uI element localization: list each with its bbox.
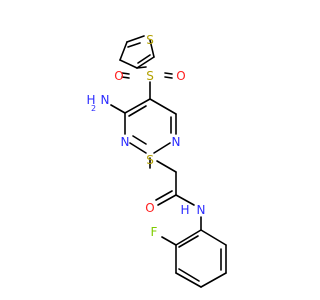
atom-labels: S S O O H 2 N N N S O N H F	[86, 33, 205, 239]
bond	[129, 142, 147, 154]
bond	[119, 59, 138, 69]
amide-hydrogen: H	[180, 203, 189, 217]
bond	[121, 76, 130, 79]
sulfonyl-sulfur: S	[146, 69, 154, 83]
amino-nitrogen: N	[101, 93, 110, 107]
bond	[161, 236, 177, 246]
sulfonyl-oxygen-left: O	[114, 69, 123, 83]
bond-lines	[110, 35, 227, 288]
bond	[175, 272, 202, 288]
bond	[132, 135, 147, 145]
pyrimidine-nitrogen-right: N	[172, 135, 181, 149]
bond	[200, 229, 227, 246]
carbonyl-oxygen: O	[145, 201, 154, 215]
bond	[119, 41, 128, 61]
bond	[155, 190, 173, 201]
molecule-structure: S S O O H 2 N N N S O N H F	[86, 33, 227, 288]
bond	[126, 35, 145, 43]
amino-hydrogen-count: 2	[91, 104, 96, 113]
bond	[149, 39, 155, 58]
bond	[124, 98, 151, 114]
bond	[110, 104, 126, 114]
amide-nitrogen: N	[197, 203, 206, 217]
fluorine-atom: F	[151, 225, 158, 239]
structure-canvas: S S O O H 2 N N N S O N H F	[86, 33, 227, 288]
thioether-sulfur: S	[146, 153, 154, 167]
bond	[121, 72, 130, 75]
bond	[200, 272, 227, 288]
pyrimidine-nitrogen-left: N	[121, 135, 130, 149]
bond	[175, 229, 202, 246]
bond	[157, 194, 177, 206]
amino-hydrogen: H	[86, 93, 95, 107]
bond	[136, 66, 147, 69]
bond	[137, 54, 151, 64]
bond	[156, 160, 177, 173]
bond	[164, 72, 173, 75]
bond	[153, 142, 171, 154]
thiophene-sulfur: S	[146, 33, 154, 47]
bond	[178, 268, 200, 282]
bond	[175, 194, 195, 206]
bond	[164, 76, 173, 79]
bond	[128, 105, 147, 117]
bond	[127, 42, 141, 48]
bond	[136, 56, 155, 69]
bond	[178, 235, 199, 248]
bond	[149, 98, 177, 115]
sulfonyl-oxygen-right: O	[176, 69, 185, 83]
